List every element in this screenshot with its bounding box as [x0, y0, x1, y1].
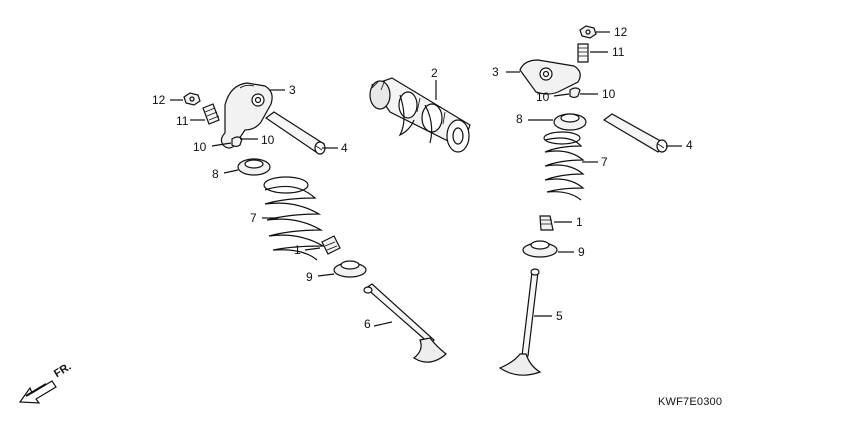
callout-1-right: 1: [576, 215, 583, 229]
right-valve-cotter-part: [539, 215, 554, 231]
left-adjusting-screw-part: [202, 103, 220, 125]
front-direction-arrow-icon: [18, 380, 57, 404]
left-valve-spring-part: [263, 176, 326, 261]
callout-1-left: 1: [294, 243, 301, 257]
callout-4-left: 4: [341, 141, 348, 155]
left-nut-part: [183, 92, 201, 106]
callout-8-left: 8: [212, 167, 219, 181]
callout-12-right: 12: [614, 25, 628, 39]
right-valve-part: [498, 268, 542, 376]
right-rocker-shaft-part: [602, 113, 668, 153]
callout-5-right: 5: [556, 309, 563, 323]
left-spring-retainer-part: [237, 158, 271, 176]
right-adjusting-screw-part: [577, 43, 589, 63]
callout-6-left: 6: [364, 317, 371, 331]
left-rocker-shaft-part: [264, 111, 326, 155]
left-valve-part: [363, 283, 447, 363]
callout-3-left: 3: [289, 83, 296, 97]
callout-7-right: 7: [601, 155, 608, 169]
callout-10-right-b: 10: [602, 87, 616, 101]
callout-9-left: 9: [306, 270, 313, 284]
callout-9-right: 9: [578, 245, 585, 259]
left-pin-part: [231, 136, 243, 148]
right-pin-part: [569, 87, 581, 99]
callout-8-right: 8: [516, 112, 523, 126]
diagram-code: KWF7E0300: [658, 396, 723, 408]
right-nut-part: [579, 25, 597, 39]
callout-10-left-b: 10: [261, 133, 275, 147]
right-spring-retainer-part: [553, 113, 587, 131]
callout-7-left: 7: [250, 211, 257, 225]
callout-4-right: 4: [686, 138, 693, 152]
callout-11-left: 11: [176, 114, 189, 128]
callout-10-right-a: 10: [536, 90, 550, 104]
right-rocker-arm-part: [519, 59, 581, 95]
left-rocker-arm-part: [220, 82, 273, 149]
callout-12-left: 12: [152, 93, 166, 107]
callout-10-left-a: 10: [193, 140, 207, 154]
callout-3-right: 3: [492, 65, 499, 79]
right-valve-spring-part: [543, 131, 585, 201]
callout-2-center: 2: [431, 66, 438, 80]
right-spring-seat-part: [522, 240, 558, 258]
left-valve-cotter-part: [321, 235, 341, 255]
callout-11-right: 11: [612, 45, 625, 59]
left-spring-seat-part: [333, 260, 367, 278]
camshaft-part: [369, 77, 471, 153]
